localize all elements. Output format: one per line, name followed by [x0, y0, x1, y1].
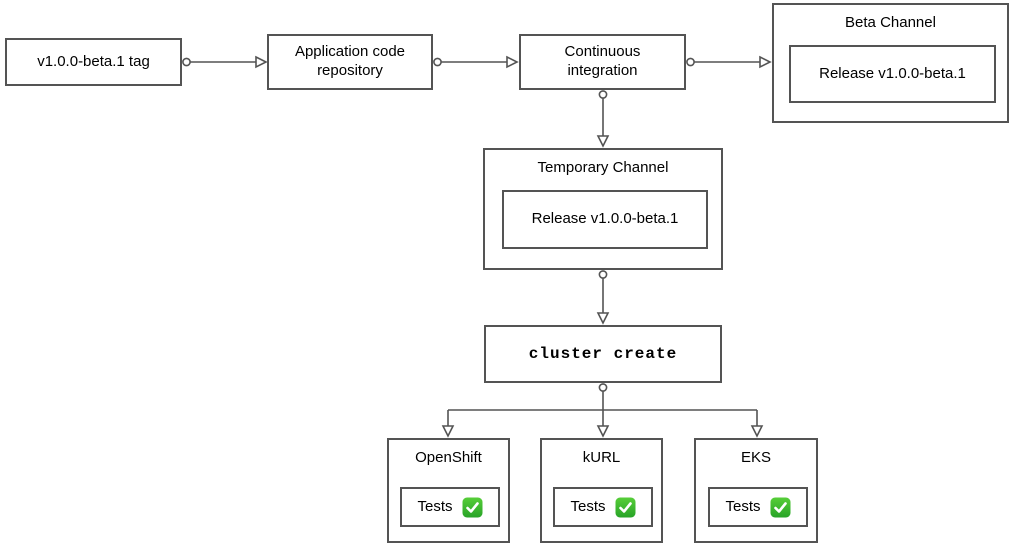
- temporary-channel-release-label: Release v1.0.0-beta.1: [531, 210, 679, 228]
- application-code-repository-label: Application code repository: [294, 43, 406, 79]
- beta-channel-release-box: Release v1.0.0-beta.1: [789, 45, 996, 103]
- node-version-tag: v1.0.0-beta.1 tag: [5, 38, 182, 86]
- kurl-tests-box: Tests: [553, 487, 653, 527]
- temporary-channel-title: Temporary Channel: [537, 159, 669, 176]
- node-cluster-eks: EKS Tests: [694, 438, 818, 543]
- kurl-title: kURL: [582, 449, 621, 466]
- version-tag-label: v1.0.0-beta.1 tag: [37, 52, 150, 70]
- openshift-tests-box: Tests: [400, 487, 500, 527]
- check-mark-button-icon: [615, 497, 635, 517]
- eks-title: EKS: [740, 449, 771, 466]
- check-mark-button-icon: [462, 497, 482, 517]
- kurl-tests-label: Tests: [570, 497, 606, 515]
- node-cluster-openshift: OpenShift Tests: [387, 438, 510, 543]
- connector-cluster-create-to-clusters: [441, 383, 764, 438]
- continuous-integration-label: Continuous integration: [564, 43, 641, 79]
- temporary-channel-release-box: Release v1.0.0-beta.1: [502, 190, 708, 249]
- node-application-code-repository: Application code repository: [267, 34, 433, 90]
- beta-channel-title: Beta Channel: [845, 14, 936, 31]
- connector-ci-to-temporary-channel: [596, 90, 610, 148]
- node-cluster-kurl: kURL Tests: [540, 438, 663, 543]
- connector-ci-to-beta-channel: [686, 55, 772, 69]
- eks-tests-label: Tests: [725, 497, 761, 515]
- node-temporary-channel: Temporary Channel Release v1.0.0-beta.1: [483, 148, 723, 270]
- node-continuous-integration: Continuous integration: [519, 34, 686, 90]
- check-mark-button-icon: [770, 497, 790, 517]
- connector-repo-to-ci: [433, 55, 519, 69]
- cluster-create-label: cluster create: [528, 345, 678, 363]
- eks-tests-box: Tests: [708, 487, 808, 527]
- openshift-tests-label: Tests: [417, 497, 453, 515]
- connector-temporary-channel-to-cluster-create: [596, 270, 610, 325]
- node-beta-channel: Beta Channel Release v1.0.0-beta.1: [772, 3, 1009, 123]
- node-cluster-create: cluster create: [484, 325, 722, 383]
- connector-tag-to-repo: [182, 55, 268, 69]
- beta-channel-release-label: Release v1.0.0-beta.1: [819, 64, 966, 82]
- openshift-title: OpenShift: [415, 449, 482, 466]
